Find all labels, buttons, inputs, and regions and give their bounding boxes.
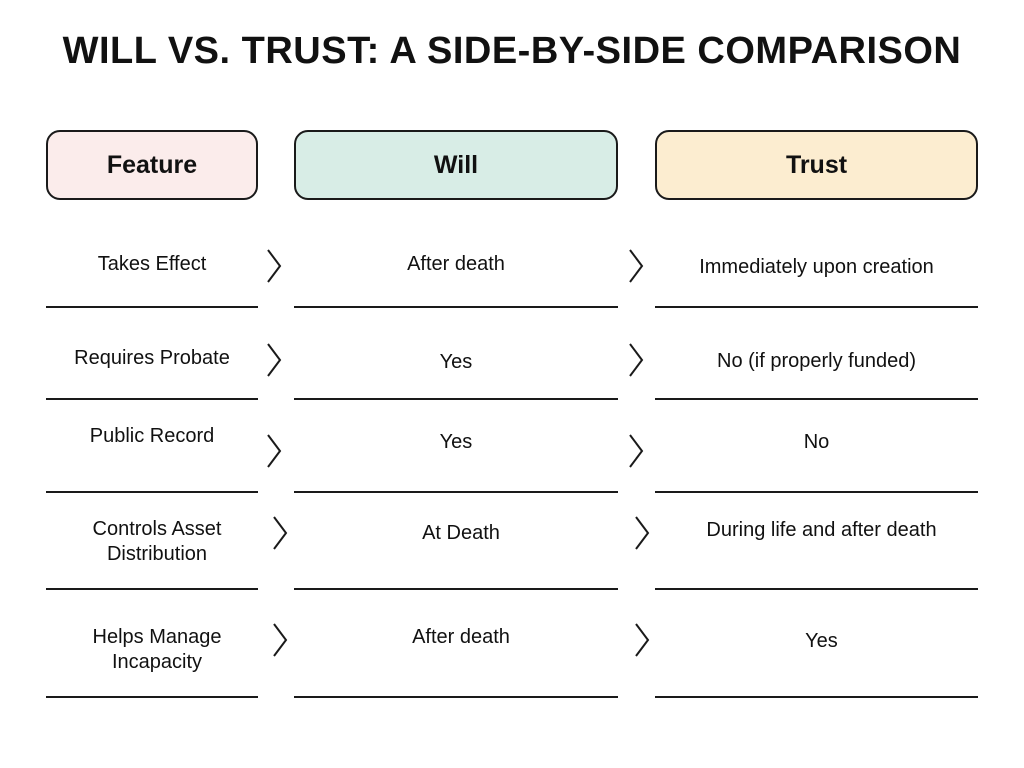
chevron-right-icon	[266, 342, 282, 378]
trust-value: No (if properly funded)	[717, 350, 916, 372]
trust-value: During life and after death	[706, 519, 937, 541]
trust-cell: During life and after death	[655, 518, 978, 590]
header-trust: Trust	[655, 130, 978, 200]
will-value: Yes	[439, 431, 473, 453]
feature-cell: Takes Effect	[46, 252, 258, 308]
feature-cell: Public Record	[46, 424, 258, 493]
will-value: After death	[412, 626, 510, 648]
page-title: WILL VS. TRUST: A SIDE-BY-SIDE COMPARISO…	[62, 30, 962, 72]
feature-label: Public Record	[89, 425, 215, 447]
will-value: After death	[407, 253, 505, 275]
will-cell: At Death	[294, 521, 618, 590]
trust-cell: Yes	[655, 629, 978, 698]
chevron-right-icon	[266, 433, 282, 469]
trust-value: Immediately upon creation	[699, 256, 934, 278]
feature-cell: Requires Probate	[46, 346, 258, 400]
will-cell: Yes	[294, 430, 618, 493]
chevron-right-icon	[634, 515, 650, 551]
will-cell: After death	[294, 625, 618, 698]
will-cell: After death	[294, 252, 618, 308]
feature-cell: Controls Asset Distribution	[46, 517, 258, 590]
feature-label: Helps Manage Incapacity	[92, 626, 222, 673]
trust-value: Yes	[805, 630, 838, 652]
chevron-right-icon	[628, 433, 644, 469]
chevron-right-icon	[272, 515, 288, 551]
will-value: At Death	[422, 522, 500, 544]
feature-label: Takes Effect	[97, 253, 207, 275]
trust-value: No	[803, 431, 830, 453]
chevron-right-icon	[272, 622, 288, 658]
will-cell: Yes	[294, 350, 618, 400]
feature-label: Controls Asset Distribution	[92, 518, 222, 565]
trust-cell: Immediately upon creation	[655, 255, 978, 308]
chevron-right-icon	[266, 248, 282, 284]
feature-label: Requires Probate	[74, 347, 230, 369]
chevron-right-icon	[628, 248, 644, 284]
chevron-right-icon	[634, 622, 650, 658]
trust-cell: No (if properly funded)	[655, 349, 978, 400]
trust-cell: No	[655, 430, 978, 493]
will-value: Yes	[439, 351, 473, 373]
header-feature: Feature	[46, 130, 258, 200]
feature-cell: Helps Manage Incapacity	[46, 625, 258, 698]
header-will: Will	[294, 130, 618, 200]
chevron-right-icon	[628, 342, 644, 378]
